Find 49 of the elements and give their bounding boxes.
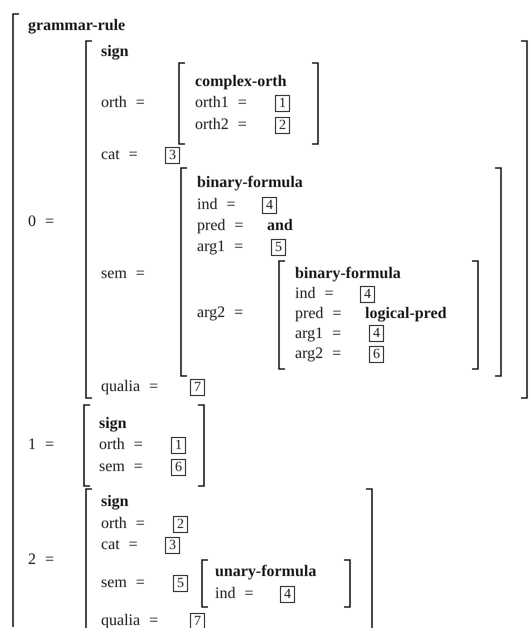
value-label: logical-pred	[365, 304, 446, 324]
feature-label: sem =	[99, 457, 143, 477]
coindex-tag: 4	[360, 286, 375, 303]
feature-label: qualia =	[101, 377, 158, 397]
type-label: sign	[99, 414, 127, 434]
coindex-tag: 2	[173, 516, 188, 533]
coindex-tag: 6	[171, 459, 186, 476]
type-label: sign	[101, 42, 129, 62]
coindex-tag: 3	[165, 147, 180, 164]
feature-label: orth =	[101, 514, 145, 534]
feature-label: pred =	[295, 304, 342, 324]
coindex-tag: 4	[369, 325, 384, 342]
feature-label: orth2 =	[195, 115, 247, 135]
type-label: binary-formula	[197, 173, 303, 193]
feature-label: arg1 =	[295, 324, 342, 344]
type-label: binary-formula	[295, 264, 401, 284]
type-label: complex-orth	[195, 72, 287, 92]
coindex-tag: 7	[190, 613, 205, 628]
feature-label: cat =	[101, 145, 138, 165]
feature-label: orth =	[99, 435, 143, 455]
coindex-tag: 7	[190, 379, 205, 396]
feature-label: sem =	[101, 573, 145, 593]
feature-label: 0 =	[28, 212, 54, 232]
value-label: and	[267, 216, 293, 236]
coindex-tag: 1	[171, 437, 186, 454]
coindex-tag: 6	[369, 346, 384, 363]
type-label: unary-formula	[215, 562, 316, 582]
feature-label: 1 =	[28, 435, 54, 455]
coindex-tag: 1	[275, 95, 290, 112]
feature-label: 2 =	[28, 550, 54, 570]
coindex-tag: 2	[275, 117, 290, 134]
feature-label: ind =	[197, 195, 236, 215]
feature-label: sem =	[101, 264, 145, 284]
feature-label: arg1 =	[197, 237, 244, 257]
feature-label: orth1 =	[195, 93, 247, 113]
feature-label: cat =	[101, 535, 138, 555]
feature-label: arg2 =	[197, 303, 244, 323]
coindex-tag: 4	[262, 197, 277, 214]
feature-label: pred =	[197, 216, 244, 236]
coindex-tag: 4	[280, 586, 295, 603]
coindex-tag: 5	[173, 575, 188, 592]
coindex-tag: 5	[271, 239, 286, 256]
type-label: grammar-rule	[28, 16, 126, 36]
feature-label: ind =	[295, 284, 334, 304]
feature-label: ind =	[215, 584, 254, 604]
feature-label: orth =	[101, 93, 145, 113]
type-label: sign	[101, 492, 129, 512]
feature-label: arg2 =	[295, 344, 342, 364]
coindex-tag: 3	[165, 537, 180, 554]
